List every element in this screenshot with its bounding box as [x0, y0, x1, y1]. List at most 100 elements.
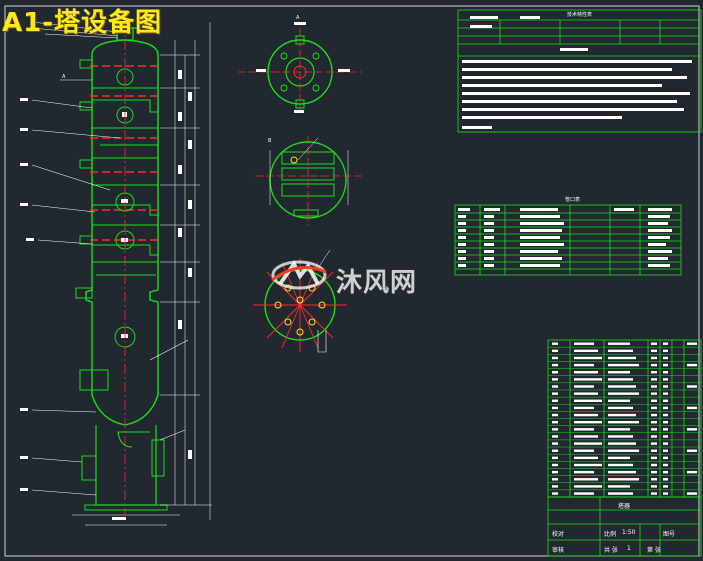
parts-cell-text: [552, 428, 558, 431]
tower-elevation: [20, 21, 212, 526]
parts-cell-text: [608, 378, 633, 381]
parts-cell-text: [651, 385, 657, 388]
parts-cell-text: [552, 463, 558, 467]
parts-cell-text: [608, 435, 633, 438]
parts-cell-text: [552, 420, 558, 424]
parts-cell-text: [552, 363, 558, 367]
parts-cell-text: [687, 492, 697, 495]
parts-cell-text: [574, 356, 602, 360]
parts-cell-text: [663, 485, 668, 488]
parts-cell-text: [574, 413, 598, 417]
parts-cell-text: [687, 342, 697, 345]
parts-cell-text: [608, 356, 636, 360]
parts-cell-text: [663, 392, 668, 395]
parts-cell-text: [608, 449, 639, 452]
parts-cell-text: [663, 371, 668, 374]
parts-cell-text: [574, 470, 594, 474]
parts-cell-text: [663, 449, 668, 452]
parts-cell-text: [552, 385, 558, 388]
parts-list-rows: [548, 346, 701, 491]
parts-cell-text: [651, 428, 657, 431]
parts-cell-text: [651, 442, 657, 445]
parts-cell-text: [651, 485, 657, 488]
parts-cell-text: [651, 470, 657, 474]
parts-cell-text: [663, 342, 668, 345]
parts-cell-text: [651, 378, 657, 381]
parts-cell-text: [574, 456, 598, 460]
parts-cell-text: [663, 399, 668, 402]
title-block-sheet-label: 共 张: [604, 547, 618, 554]
parts-cell-text: [552, 392, 558, 395]
parts-cell-text: [552, 456, 558, 460]
title-block-check: 校对: [552, 531, 565, 538]
parts-cell-text: [663, 435, 668, 438]
parts-cell-text: [651, 392, 657, 395]
parts-cell-text: [608, 470, 636, 474]
parts-cell-text: [663, 428, 668, 431]
parts-cell-text: [608, 413, 636, 417]
parts-cell-text: [687, 470, 697, 474]
parts-cell-text: [574, 428, 594, 431]
parts-cell-text: [574, 406, 594, 410]
parts-cell-text: [552, 371, 558, 374]
top-view: [238, 22, 362, 116]
parts-cell-text: [552, 492, 558, 495]
parts-cell-text: [663, 456, 668, 460]
parts-cell-text: [608, 342, 630, 345]
parts-cell-text: [687, 406, 697, 410]
technical-characteristics-table: [457, 9, 702, 133]
parts-cell-text: [574, 420, 602, 424]
parts-cell-text: [651, 435, 657, 438]
parts-cell-text: [552, 406, 558, 410]
parts-cell-text: [608, 463, 633, 467]
drawing-title: A1-塔设备图: [2, 8, 163, 38]
parts-cell-text: [552, 399, 558, 402]
parts-cell-text: [552, 435, 558, 438]
parts-cell-text: [663, 406, 668, 410]
parts-cell-text: [574, 342, 594, 345]
parts-cell-text: [663, 378, 668, 381]
title-block-scale-label: 比例: [604, 531, 617, 538]
parts-cell-text: [663, 442, 668, 445]
parts-cell-text: [608, 406, 633, 410]
parts-cell-text: [663, 363, 668, 367]
title-block-scale-value: 1:50: [622, 529, 636, 536]
parts-cell-text: [608, 478, 639, 481]
parts-cell-text: [608, 349, 633, 353]
parts-cell-text: [651, 342, 657, 345]
parts-cell-text: [663, 478, 668, 481]
parts-cell-text: [651, 478, 657, 481]
tray-view: [255, 136, 365, 225]
parts-cell-text: [552, 349, 558, 353]
parts-cell-text: [552, 378, 558, 381]
tech-table-title: 技术特性表: [567, 12, 593, 18]
parts-cell-text: [608, 428, 630, 431]
nozzle-table-title: 管口表: [565, 197, 581, 203]
parts-cell-text: [651, 356, 657, 360]
parts-cell-text: [574, 435, 598, 438]
title-block-sheet-value: 1: [627, 545, 631, 552]
parts-cell-text: [574, 349, 598, 353]
parts-cell-text: [687, 449, 697, 452]
parts-cell-text: [574, 363, 594, 367]
watermark-text: 沐风网: [336, 268, 418, 298]
parts-cell-text: [687, 363, 697, 367]
parts-cell-text: [663, 470, 668, 474]
parts-cell-text: [552, 342, 558, 345]
parts-cell-text: [552, 449, 558, 452]
parts-cell-text: [574, 399, 602, 402]
title-block: [547, 496, 702, 557]
parts-cell-text: [574, 385, 594, 388]
drawing-border: [4, 5, 700, 557]
parts-cell-text: [552, 356, 558, 360]
parts-cell-text: [608, 485, 630, 488]
parts-cell-text: [574, 485, 602, 488]
parts-cell-text: [651, 420, 657, 424]
mufeng-logo-icon: [271, 260, 327, 290]
parts-cell-text: [608, 385, 636, 388]
parts-cell-text: [608, 363, 639, 367]
parts-cell-text: [552, 485, 558, 488]
title-block-review: 审核: [552, 547, 565, 554]
parts-cell-text: [687, 385, 697, 388]
